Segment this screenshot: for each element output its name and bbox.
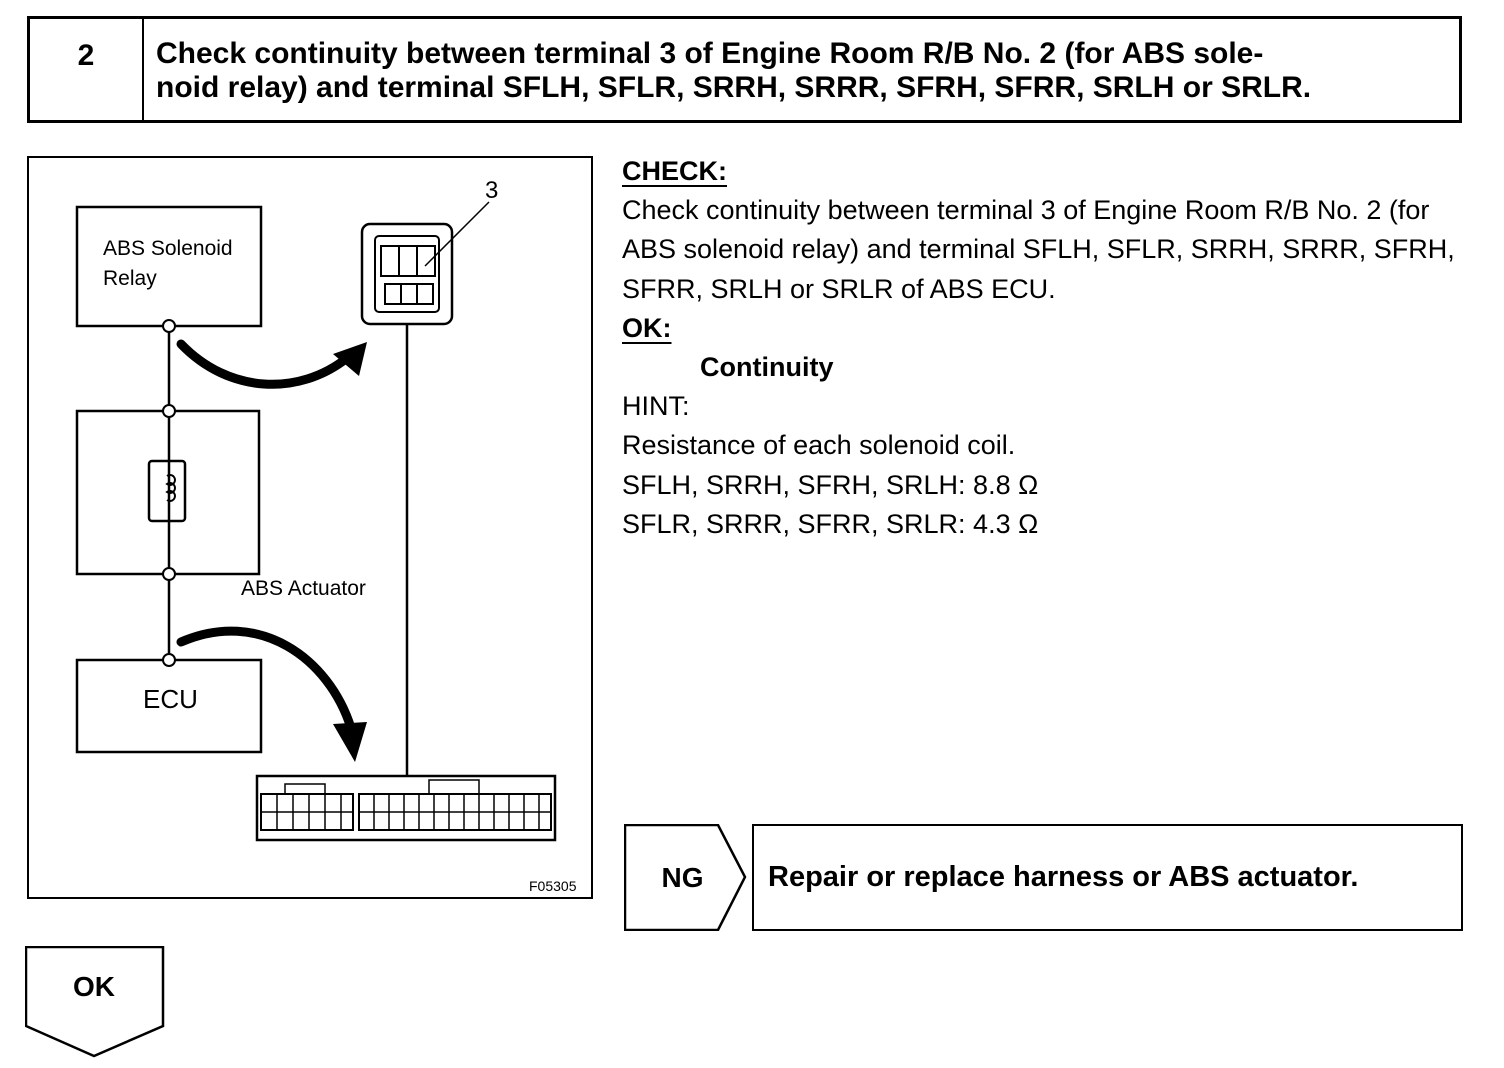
check-section: CHECK: Check continuity between terminal…: [622, 152, 1472, 544]
check-heading: CHECK:: [622, 156, 727, 186]
step-number: 2: [30, 19, 144, 120]
relay-label-line1: ABS Solenoid: [103, 237, 233, 260]
diagram-drawing: [75, 201, 557, 842]
wiring-diagram: ABS Solenoid Relay ABS Actuator ECU 3 F0…: [27, 156, 593, 899]
ok-heading: OK:: [622, 312, 672, 343]
ng-action: Repair or replace harness or ABS actuato…: [752, 824, 1463, 931]
hint-line-1: Resistance of each solenoid coil.: [622, 430, 1016, 461]
ok-label: OK: [73, 971, 115, 1002]
solenoid-coil-icon: [147, 459, 187, 523]
ng-tag-shape: [624, 824, 747, 931]
relay-label-line2: Relay: [103, 267, 157, 290]
arrow-to-relay-connector: [176, 339, 352, 389]
check-instruction: Check continuity between terminal 3 of E…: [622, 195, 1455, 304]
step-title: Check continuity between terminal 3 of E…: [144, 19, 1459, 120]
hint-line-2: SFLH, SRRH, SFRH, SRLH: 8.8 Ω: [622, 469, 1039, 500]
ng-label: NG: [661, 861, 704, 893]
figure-code: F05305: [529, 878, 577, 894]
ecu-label: ECU: [143, 684, 198, 714]
step-header: 2 Check continuity between terminal 3 of…: [27, 16, 1462, 123]
hint-line-3: SFLR, SRRR, SFRR, SRLR: 4.3 Ω: [622, 508, 1039, 539]
terminal-number-label: 3: [485, 177, 499, 204]
actuator-label: ABS Actuator: [241, 577, 366, 600]
hint-heading: HINT:: [622, 391, 690, 422]
ecu-connector-icon: [255, 774, 557, 842]
ok-tag-shape: [25, 946, 165, 1058]
step-title-text: Check continuity between terminal 3 of E…: [156, 37, 1312, 104]
ok-result: Continuity: [700, 352, 834, 383]
ng-action-text: Repair or replace harness or ABS actuato…: [768, 861, 1359, 893]
arrow-to-ecu-connector: [176, 626, 356, 733]
